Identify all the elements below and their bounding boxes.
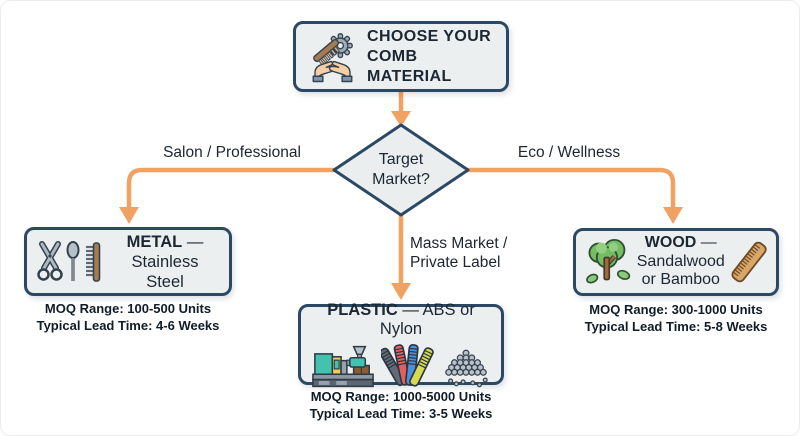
plastic-node-title: PLASTIC — ABS or Nylon	[309, 301, 493, 339]
tree-icon	[586, 238, 631, 284]
plastic-combs-icon	[381, 343, 434, 387]
connector-decision-to-metal	[126, 167, 335, 209]
metal-node-title-rest: — Stainless Steel	[131, 232, 204, 291]
plastic-pellets-icon	[445, 349, 488, 387]
tail-comb-icon	[66, 240, 80, 281]
wood-node-title-bold: WOOD	[644, 234, 697, 252]
injection-molding-machine-icon	[312, 345, 374, 387]
plastic-moq: MOQ Range: 1000-5000 Units	[310, 389, 492, 404]
arrowhead-to-plastic	[391, 283, 411, 300]
plastic-lead-time: Typical Lead Time: 3-5 Weeks	[309, 405, 493, 421]
decision-node-label: Target Market?	[372, 151, 430, 188]
decision-diamond-shape	[332, 123, 470, 217]
start-node-title: CHOOSE YOUR COMB MATERIAL	[366, 27, 492, 85]
wood-moq: MOQ Range: 300-1000 Units	[589, 302, 763, 317]
wood-node: WOOD — Sandalwood or Bamboo	[573, 228, 779, 296]
arrowhead-to-decision	[391, 111, 411, 127]
connector-decision-to-wood	[467, 167, 676, 209]
metal-lead-time: Typical Lead Time: 4-6 Weeks	[36, 317, 220, 333]
plastic-caption: MOQ Range: 1000-5000 Units Typical Lead …	[286, 389, 516, 422]
arrowhead-to-wood	[663, 207, 683, 224]
start-node: CHOOSE YOUR COMB MATERIAL	[293, 21, 509, 92]
wooden-comb-icon	[731, 241, 767, 283]
plastic-node-icons	[309, 342, 493, 388]
plastic-node-title-rest: — ABS or Nylon	[379, 300, 475, 338]
arrowhead-to-metal	[119, 207, 139, 224]
branch-label-salon: Salon / Professional	[163, 144, 301, 161]
scissors-icon	[37, 240, 63, 281]
metal-node-icons	[37, 240, 101, 284]
metal-node: METAL — Stainless Steel	[24, 227, 232, 296]
metal-comb-icon	[86, 241, 101, 282]
hands-holding-comb-gear-icon	[312, 32, 353, 82]
plastic-node: PLASTIC — ABS or Nylon	[298, 301, 504, 388]
wood-node-title: WOOD — Sandalwood or Bamboo	[637, 234, 725, 290]
wood-node-title-rest: — Sandalwood or Bamboo	[636, 234, 725, 289]
branch-label-eco: Eco / Wellness	[517, 144, 621, 161]
wood-caption: MOQ Range: 300-1000 Units Typical Lead T…	[561, 302, 791, 335]
metal-moq: MOQ Range: 100-500 Units	[44, 301, 212, 316]
metal-caption: MOQ Range: 100-500 Units Typical Lead Ti…	[13, 301, 243, 334]
plastic-node-title-bold: PLASTIC	[327, 300, 398, 319]
wood-lead-time: Typical Lead Time: 5-8 Weeks	[584, 318, 768, 334]
metal-node-title-bold: METAL	[126, 232, 183, 251]
metal-node-title: METAL — Stainless Steel	[111, 232, 219, 292]
branch-label-mass: Mass Market / Private Label	[410, 235, 508, 271]
